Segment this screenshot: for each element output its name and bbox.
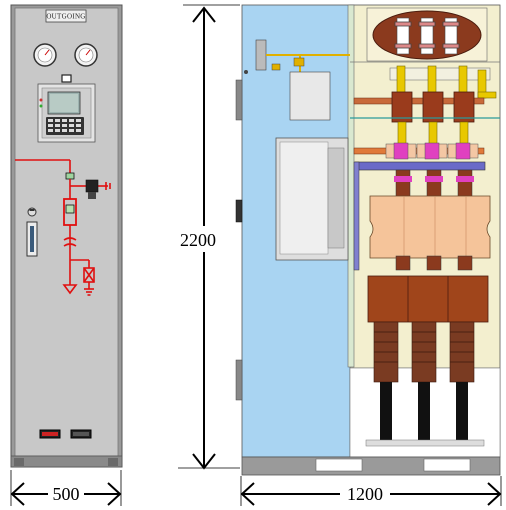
panel-label-plate	[45, 9, 87, 23]
protection-relay	[37, 83, 96, 143]
frame-post	[347, 4, 355, 368]
gauge-left	[33, 43, 57, 67]
power-cables	[380, 382, 468, 442]
front-plinth-foot-right	[108, 458, 118, 466]
earth-switch-operator	[85, 179, 99, 199]
door-handle	[235, 199, 243, 223]
panel-label: OUTGOING	[46, 13, 85, 21]
breaker-poles	[369, 169, 491, 271]
top-bushing-clamps	[394, 21, 460, 49]
dim-depth-label: 1200	[347, 484, 383, 504]
door-hinge-top	[235, 79, 243, 121]
current-transformers	[367, 275, 489, 323]
indicator-lamp	[61, 74, 72, 83]
front-view: OUTGOING	[10, 4, 123, 468]
key-interlock	[26, 207, 38, 257]
gauge-right	[74, 43, 98, 67]
dim-height-label: 2200	[180, 230, 216, 250]
vt-drawer	[275, 137, 349, 261]
cable-bushings	[373, 321, 475, 383]
front-plinth	[10, 455, 123, 468]
mimic-diagram	[15, 159, 111, 296]
spout-contacts	[353, 142, 485, 160]
breaker-truck-frame	[354, 161, 486, 171]
front-plinth-foot-left	[14, 458, 24, 466]
dim-height-bg	[172, 226, 224, 252]
upper-busbars	[389, 65, 497, 99]
bottom-meters	[39, 429, 92, 439]
door-hinge-bottom	[235, 359, 243, 401]
side-view	[235, 4, 501, 476]
insulator-housing	[369, 195, 491, 259]
dim-depth-bg	[340, 484, 390, 504]
control-wiring	[244, 39, 350, 121]
dim-width-label: 500	[53, 484, 80, 504]
dim-width-bg	[48, 484, 84, 504]
